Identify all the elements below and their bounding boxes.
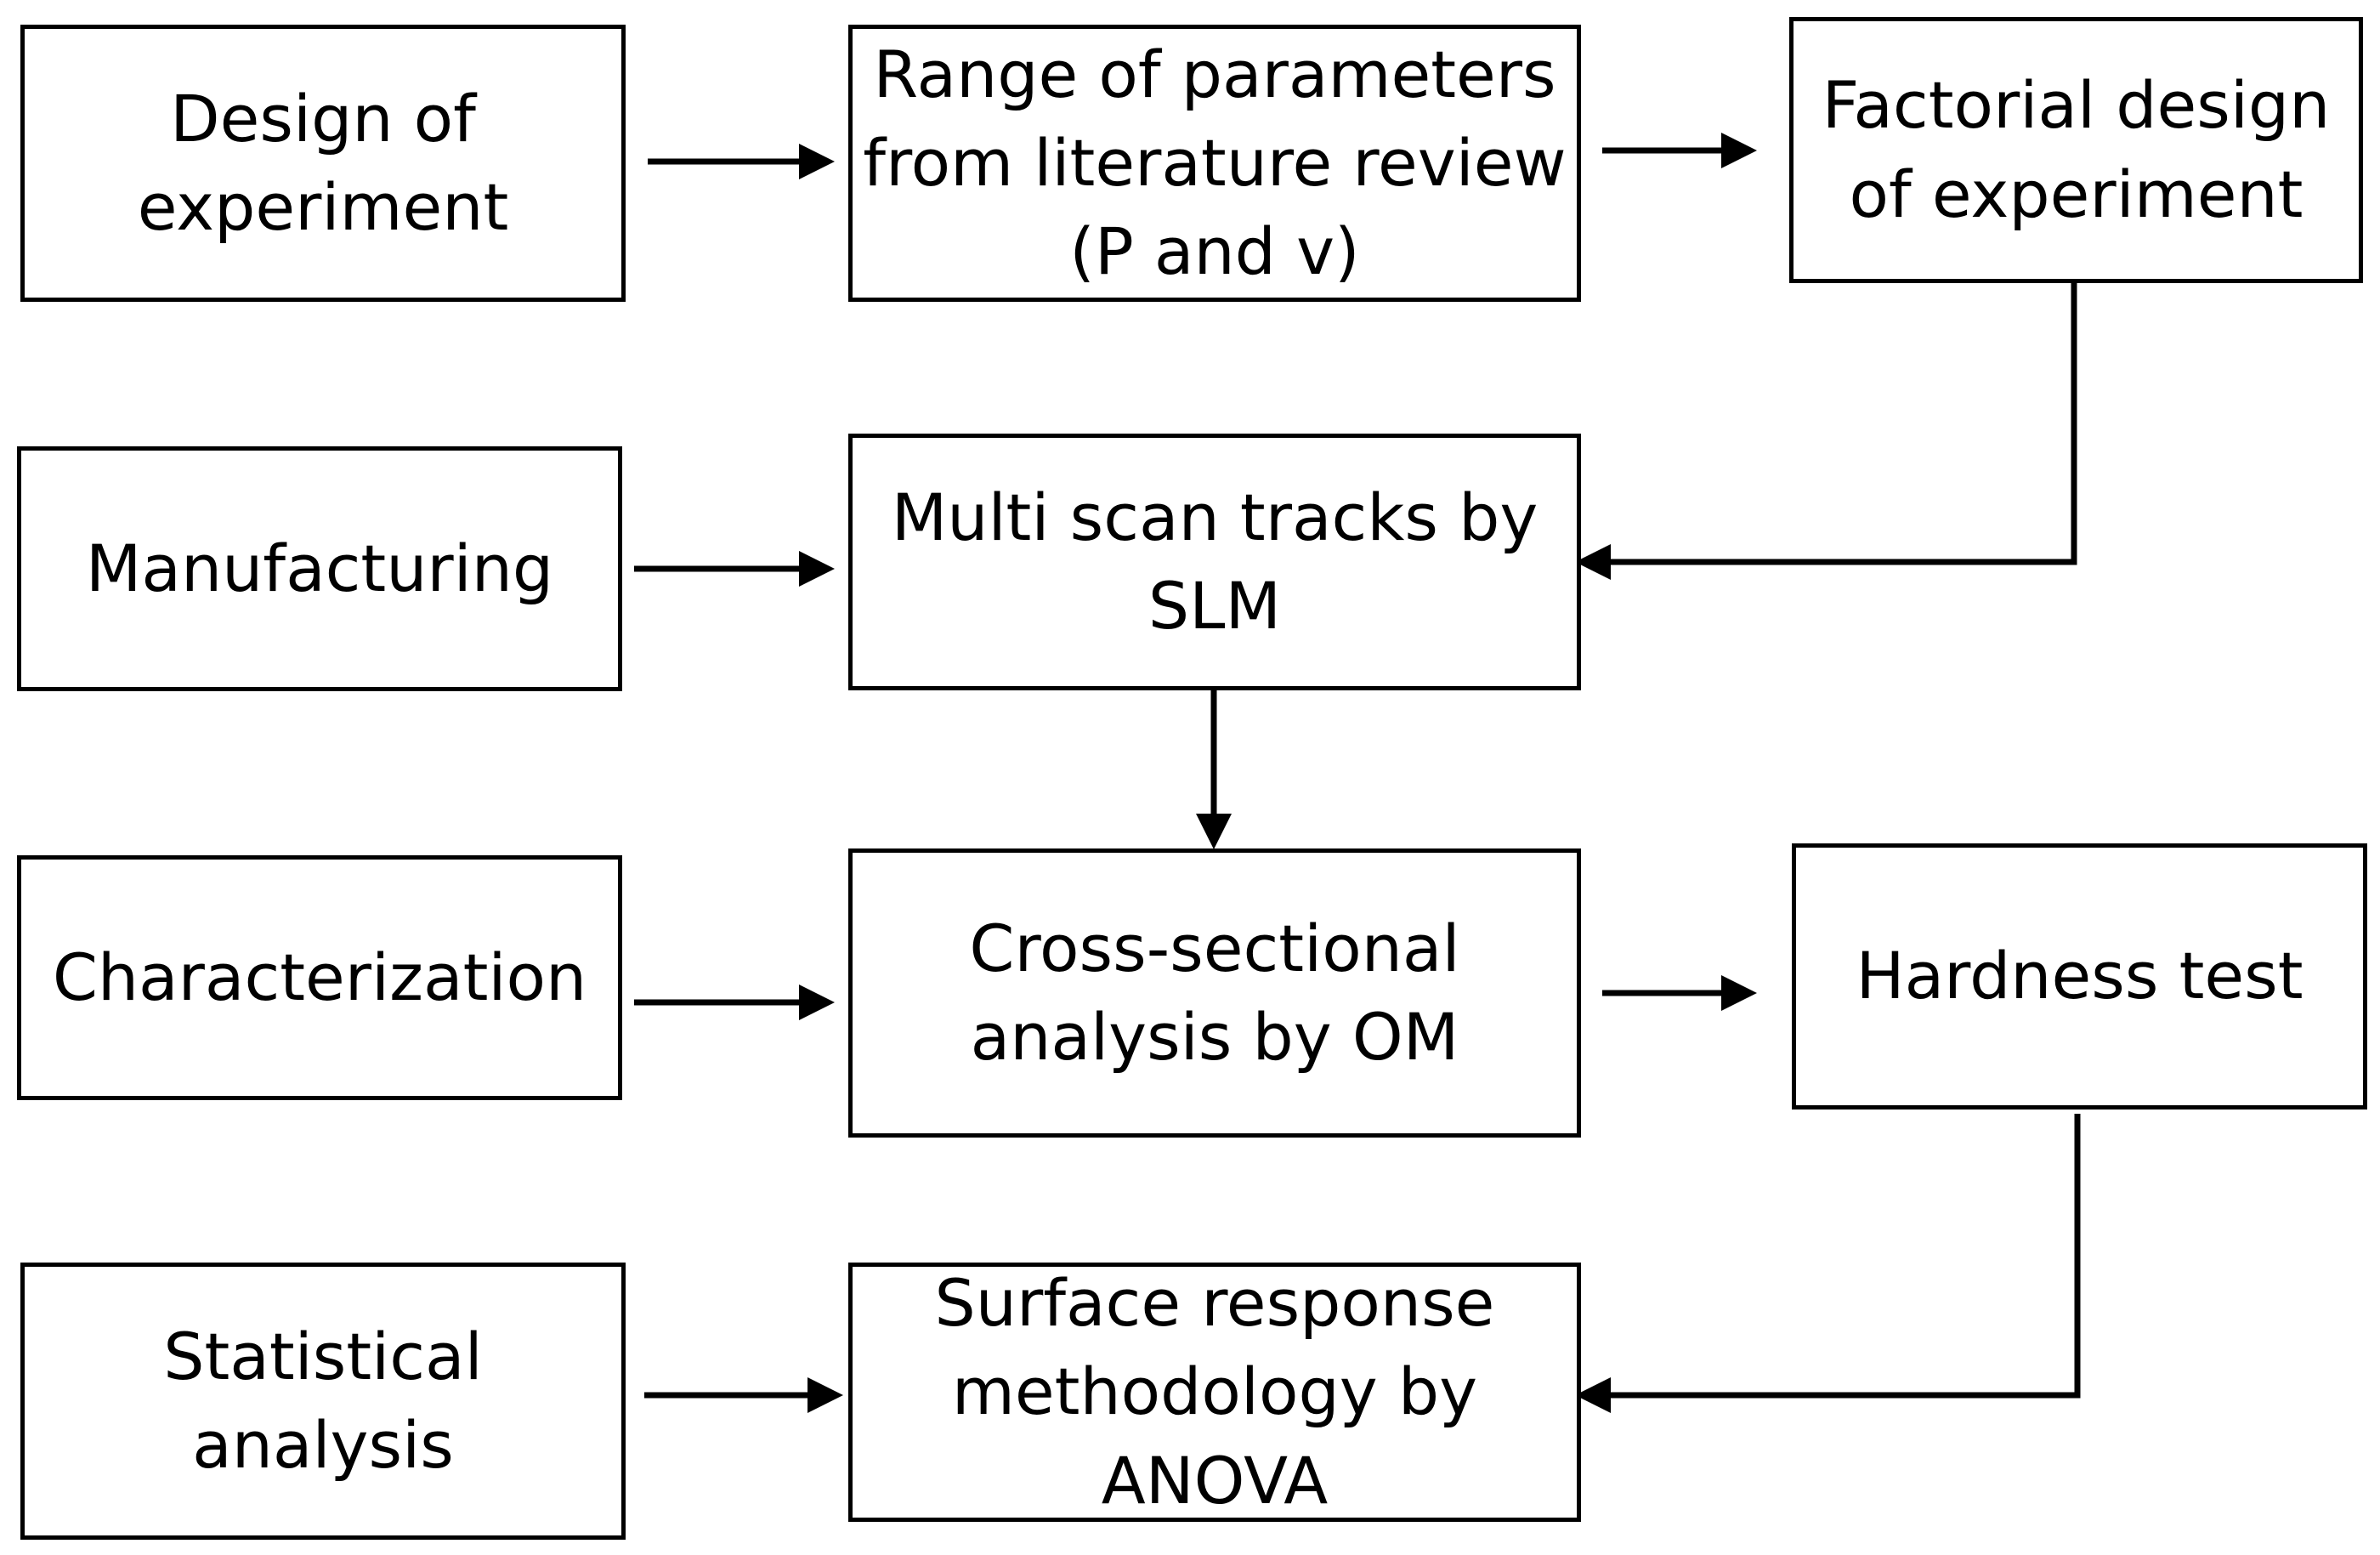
stage-box-manufacturing: Manufacturing [17, 446, 622, 691]
step-box-range: Range of parameters from literature revi… [848, 25, 1581, 302]
arrow-factorial-to-multiscan [1575, 283, 2077, 580]
stage-label-characterization: Characterization [52, 939, 587, 1015]
step-box-factorial: Factorial design of experiment [1789, 17, 2363, 283]
stage-label-statistical: Statistical analysis [163, 1318, 483, 1483]
step-box-hardness: Hardness test [1792, 843, 2367, 1109]
step-label-surface: Surface response methodology by ANOVA [934, 1265, 1495, 1518]
arrow-hardness-to-surface [1575, 1114, 2081, 1413]
step-box-multiscan: Multi scan tracks by SLM [848, 434, 1581, 690]
step-box-cross: Cross-sectional analysis by OM [848, 848, 1581, 1138]
stage-box-characterization: Characterization [17, 855, 622, 1100]
step-label-hardness: Hardness test [1856, 938, 2304, 1014]
step-label-multiscan: Multi scan tracks by SLM [891, 479, 1538, 644]
step-label-range: Range of parameters from literature revi… [863, 36, 1567, 290]
stage-label-design: Design of experiment [137, 80, 509, 245]
step-label-factorial: Factorial design of experiment [1822, 67, 2331, 232]
stage-box-design: Design of experiment [20, 25, 626, 302]
stage-box-statistical: Statistical analysis [20, 1263, 626, 1540]
step-label-cross: Cross-sectional analysis by OM [969, 910, 1460, 1075]
step-box-surface: Surface response methodology by ANOVA [848, 1263, 1581, 1522]
stage-label-manufacturing: Manufacturing [85, 530, 554, 606]
